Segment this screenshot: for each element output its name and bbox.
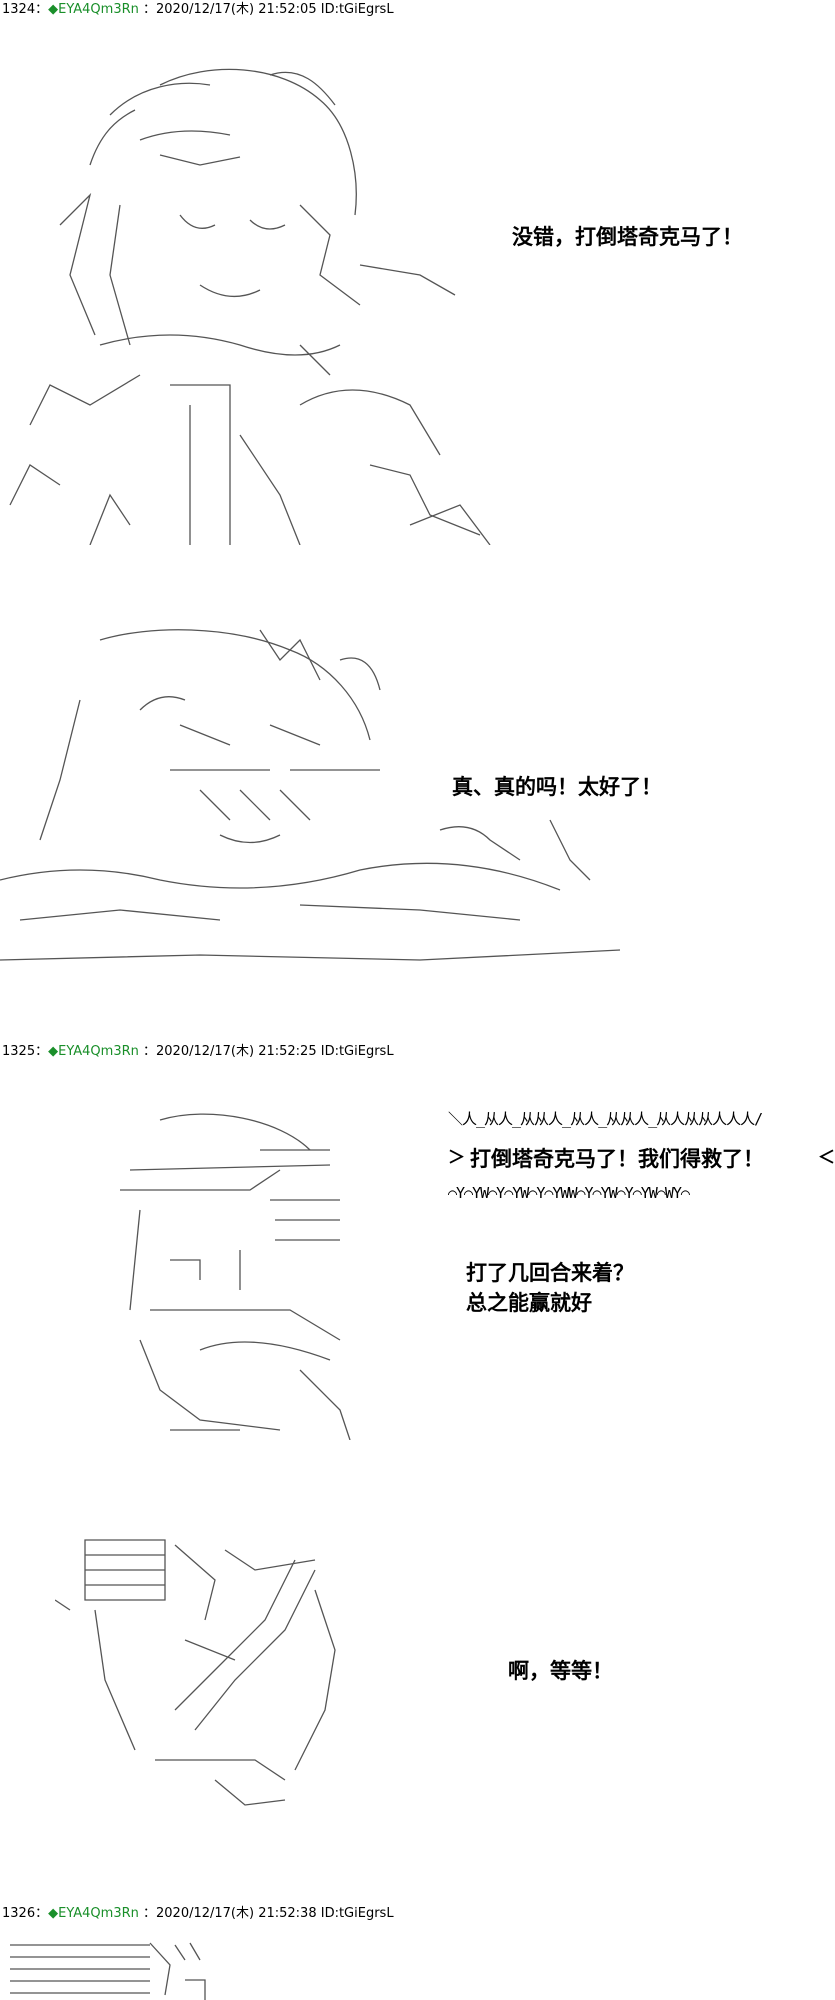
post-trip: ◆EYA4Qm3Rn [48, 1906, 139, 1921]
dialogue-line-1: 没错，打倒塔奇克马了！ [512, 225, 743, 249]
dialogue-line-4: 啊，等等！ [508, 1659, 613, 1683]
shout-bubble: ＼人_从人_从从人_从人_从从人_从人从从人人人/ ＞ 打倒塔奇克马了！我们得救… [448, 1110, 835, 1204]
ascii-art-boy-cap [100, 1110, 360, 1440]
shout-text: 打倒塔奇克马了！我们得救了！ [470, 1147, 764, 1171]
dialogue-line-3a: 打了几回合来着？ [466, 1261, 634, 1285]
post-datetime: ：2020/12/17(木) 21:52:25 [143, 1044, 317, 1059]
post-id: ID:tGiEgrsL [320, 2, 394, 17]
post-number: 1324 [2, 2, 36, 17]
ascii-art-boy-stop [55, 1530, 395, 1815]
ascii-art-girl-crying [0, 620, 640, 975]
ascii-art-girl-victory [0, 45, 520, 545]
post-trip: ◆EYA4Qm3Rn [48, 1044, 139, 1059]
post-separator: ： [35, 1044, 49, 1059]
shout-frame-bottom: ⌒Y⌒YW⌒Y⌒YW⌒Y⌒YWW⌒Y⌒YW⌒Y⌒YW⌒WY⌒ [448, 1184, 690, 1202]
post-datetime: ：2020/12/17(木) 21:52:38 [143, 1906, 317, 1921]
dialogue-line-2: 真、真的吗！太好了！ [452, 775, 662, 799]
post-number: 1326 [2, 1906, 36, 1921]
post-id: ID:tGiEgrsL [320, 1044, 394, 1059]
post-datetime: ：2020/12/17(木) 21:52:05 [143, 2, 317, 17]
post-header-1326: 1326：◆EYA4Qm3Rn ：2020/12/17(木) 21:52:38 … [2, 1906, 394, 1922]
dialogue-line-3b: 总之能赢就好 [466, 1291, 592, 1315]
post-trip: ◆EYA4Qm3Rn [48, 2, 139, 17]
ascii-art-partial [0, 1935, 220, 2000]
post-separator: ： [35, 2, 49, 17]
shout-frame-top: ＼人_从人_从从人_从人_从从人_从人从从人人人/ [448, 1110, 763, 1128]
post-header-1324: 1324：◆EYA4Qm3Rn ：2020/12/17(木) 21:52:05 … [2, 2, 394, 18]
post-number: 1325 [2, 1044, 36, 1059]
shout-frame-right: ＜ [818, 1148, 835, 1168]
post-id: ID:tGiEgrsL [320, 1906, 394, 1921]
shout-frame-left: ＞ [448, 1148, 465, 1168]
post-separator: ： [35, 1906, 49, 1921]
post-header-1325: 1325：◆EYA4Qm3Rn ：2020/12/17(木) 21:52:25 … [2, 1044, 394, 1060]
